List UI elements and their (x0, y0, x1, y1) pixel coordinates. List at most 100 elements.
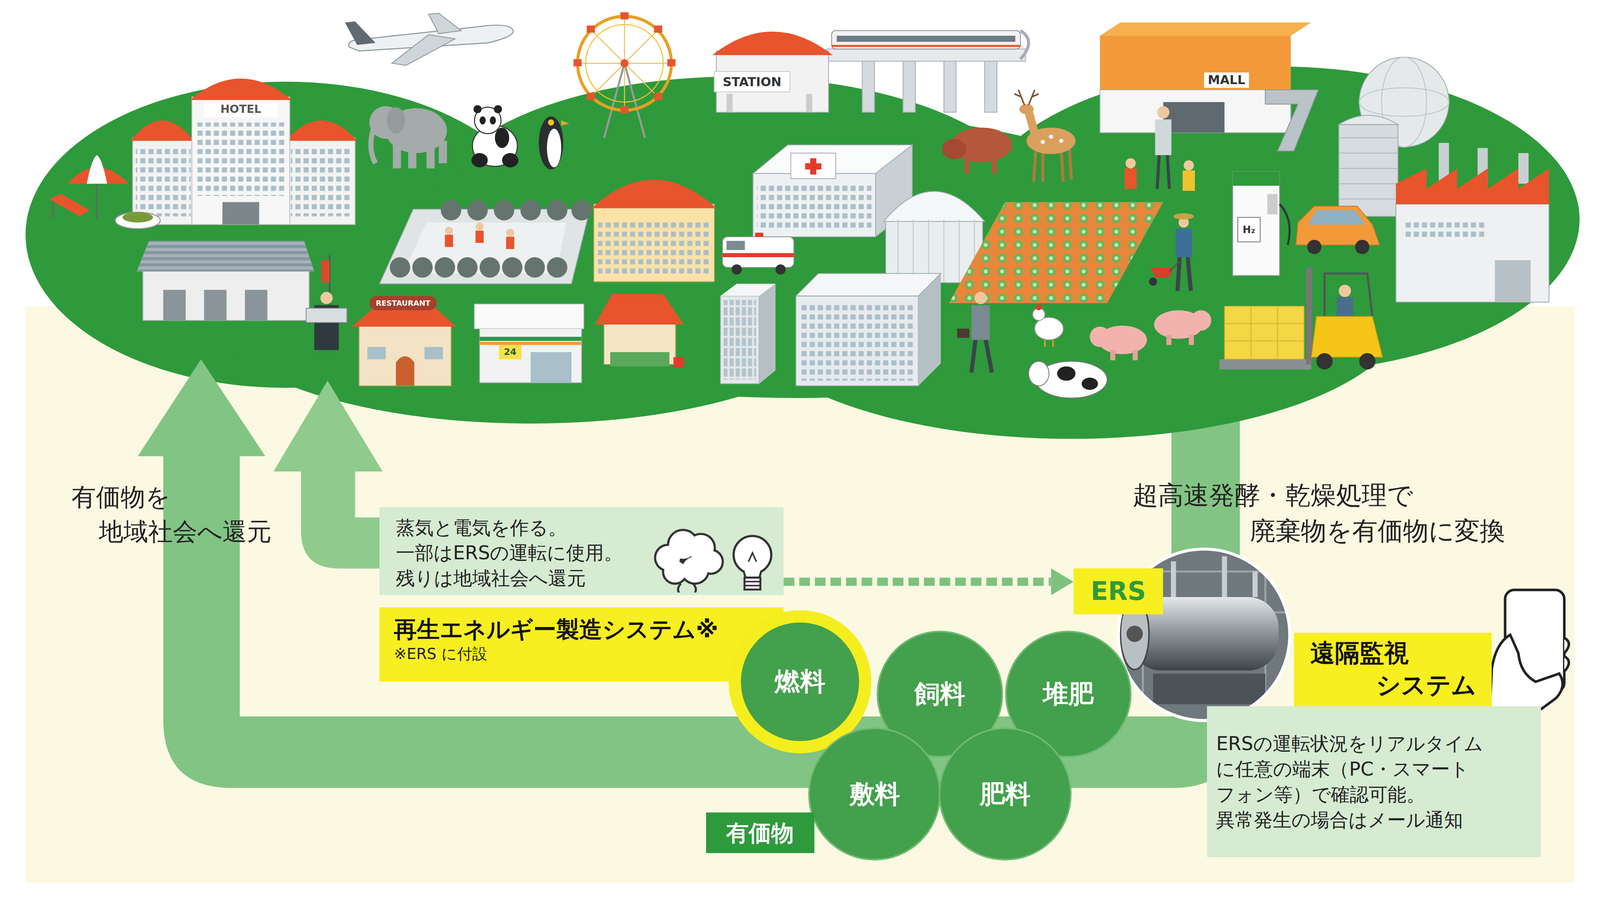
label-anchor: MALL (1207, 73, 1246, 87)
ferris-wheel (577, 16, 672, 111)
office-building (720, 295, 760, 384)
node-text: 堆肥 (1042, 678, 1094, 709)
label-anchor: RESTAURANT (375, 299, 431, 308)
ferris-wheel (573, 59, 582, 67)
ferris-wheel (586, 25, 595, 33)
pig (1188, 334, 1194, 346)
forklift (1338, 284, 1351, 298)
panda (479, 116, 486, 125)
shopping-mall (1163, 102, 1225, 133)
flow-band (301, 469, 383, 569)
steam-icon (656, 545, 680, 570)
factory (1518, 153, 1529, 184)
forklift (1336, 297, 1354, 318)
silo (1338, 115, 1398, 217)
hospital-building (757, 183, 872, 230)
park (571, 200, 592, 221)
family (1183, 160, 1194, 171)
park (434, 257, 456, 278)
station-building (826, 48, 1026, 62)
station-building (1020, 30, 1029, 60)
text-panel: ERSの運転状況をリアルタイム に任意の端末（PC・スマート フォン等）で確認可… (1206, 706, 1541, 858)
convenience-store (530, 352, 572, 383)
office-building (795, 295, 919, 386)
farmer (1151, 267, 1174, 278)
sign-text: H₂ (1242, 224, 1256, 235)
panda (473, 105, 482, 114)
park (444, 230, 515, 250)
warehouse (244, 289, 268, 321)
pig (1132, 349, 1138, 361)
town-cloud (25, 66, 1580, 439)
warehouse (142, 267, 309, 321)
steam-icon (699, 550, 722, 573)
ers-photo (1116, 546, 1292, 723)
ferris-wheel (620, 12, 629, 20)
label-anchor: 有価物を 地域社会へ還元 (71, 479, 280, 549)
beach-umbrella (48, 194, 90, 217)
node-text: 飼料 (914, 678, 966, 709)
businessman (971, 305, 990, 341)
hotel-building (290, 144, 352, 217)
elephant (369, 106, 447, 169)
restaurant-building (369, 295, 437, 311)
park (379, 209, 590, 284)
park (524, 257, 545, 278)
steam-icon (664, 560, 686, 583)
hotel-building (287, 137, 355, 225)
node-text: ERSの運転状況をリアルタイム に任意の端末（PC・スマート フォン等）で確認可… (1216, 730, 1532, 833)
school-building (592, 179, 717, 209)
park (457, 257, 478, 278)
station-building (902, 59, 916, 112)
steam-icon (656, 530, 722, 593)
lightbulb-icon (744, 577, 761, 590)
ambulance (722, 253, 794, 258)
smartphone-icon (1564, 637, 1569, 672)
ambulance (755, 232, 764, 237)
panda (489, 116, 496, 125)
hotel-building (222, 201, 260, 225)
hydrogen-station (1279, 203, 1290, 245)
office-building (795, 273, 941, 297)
lightbulb-icon (743, 570, 762, 578)
ferris-wheel (577, 16, 672, 111)
ers-photo (1120, 598, 1150, 670)
warehouse (136, 240, 315, 321)
sign-text: RESTAURANT (375, 299, 431, 308)
ferris-wheel (667, 59, 676, 67)
parking-ramp (1265, 89, 1319, 151)
shopping-mall (1099, 89, 1291, 133)
forklift (1316, 353, 1333, 370)
ferris-wheel (653, 25, 663, 33)
hotel-building (192, 96, 291, 225)
label-anchor: 24 (503, 347, 517, 357)
house (610, 352, 670, 367)
park (506, 228, 515, 237)
hotel-building (203, 102, 278, 118)
office-building (759, 283, 776, 384)
pig (1089, 326, 1111, 348)
farmer (1169, 261, 1180, 272)
vegetable-field (948, 201, 1164, 303)
family (1124, 106, 1196, 191)
smartphone-icon (1489, 634, 1563, 710)
warehouse (136, 240, 315, 272)
businessman (957, 328, 970, 338)
ferris-wheel (586, 92, 595, 100)
station-building (831, 30, 1021, 50)
steam-icon (688, 534, 714, 561)
steam-icon (688, 534, 714, 561)
steam-icon (678, 583, 697, 593)
deer (1040, 139, 1045, 144)
park (520, 200, 541, 221)
sign-text: MALL (1207, 73, 1246, 87)
hydrogen-station (1232, 171, 1290, 276)
fishmonger (306, 255, 347, 350)
label-box: ERS (1073, 568, 1164, 615)
factory (1396, 203, 1550, 302)
chicken (1032, 304, 1064, 347)
hotel-building (130, 120, 194, 141)
cow (1028, 361, 1108, 398)
